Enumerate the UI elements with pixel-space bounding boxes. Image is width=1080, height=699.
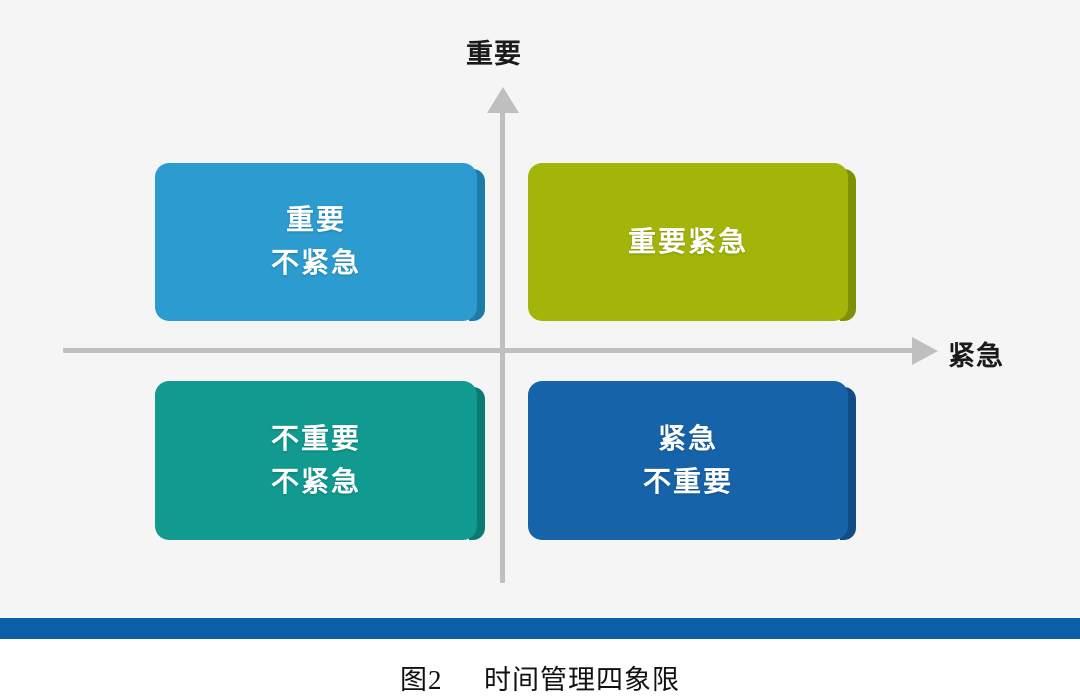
quadrant-important-not-urgent[interactable]: 重要 不紧急 bbox=[155, 163, 485, 321]
quadrant-label: 紧急 不重要 bbox=[643, 418, 733, 503]
quadrant-label: 重要 不紧急 bbox=[271, 199, 361, 284]
quadrant-face bbox=[155, 381, 477, 540]
y-axis-line bbox=[500, 110, 505, 583]
x-axis-line bbox=[63, 348, 915, 353]
bottom-blue-rule bbox=[0, 618, 1080, 639]
quadrant-label-line2: 不紧急 bbox=[270, 247, 361, 278]
figure-caption: 图2 时间管理四象限 bbox=[0, 658, 1080, 697]
quadrant-label-line1: 重要 bbox=[285, 204, 346, 236]
x-axis-arrowhead-icon bbox=[912, 337, 938, 365]
quadrant-label-line2: 不重要 bbox=[642, 465, 733, 497]
figure-caption-title: 时间管理四象限 bbox=[484, 665, 680, 695]
x-axis-label: 紧急 bbox=[948, 341, 1004, 371]
diagram-canvas: 重要 紧急 重要 不紧急 重要紧急 不重要 不紧急 bbox=[63, 39, 1004, 583]
quadrant-face bbox=[155, 163, 477, 321]
y-axis-arrowhead-icon bbox=[487, 87, 519, 113]
quadrant-label-line2: 不紧急 bbox=[270, 465, 361, 497]
quadrant-label-line1: 重要紧急 bbox=[627, 225, 748, 257]
y-axis-label: 重要 bbox=[466, 39, 522, 69]
quadrant-face bbox=[528, 381, 848, 540]
quadrant-label-line1: 紧急 bbox=[657, 422, 718, 454]
quadrant-label-line1: 不重要 bbox=[270, 422, 361, 454]
quadrant-label: 重要紧急 bbox=[628, 221, 748, 264]
quadrant-not-important-not-urgent[interactable]: 不重要 不紧急 bbox=[155, 381, 485, 540]
figure-caption-number: 图2 bbox=[400, 665, 443, 695]
quadrant-urgent-not-important[interactable]: 紧急 不重要 bbox=[528, 381, 856, 540]
quadrant-important-urgent[interactable]: 重要紧急 bbox=[528, 163, 856, 321]
quadrant-label: 不重要 不紧急 bbox=[271, 418, 361, 503]
quadrant-face bbox=[528, 163, 848, 321]
